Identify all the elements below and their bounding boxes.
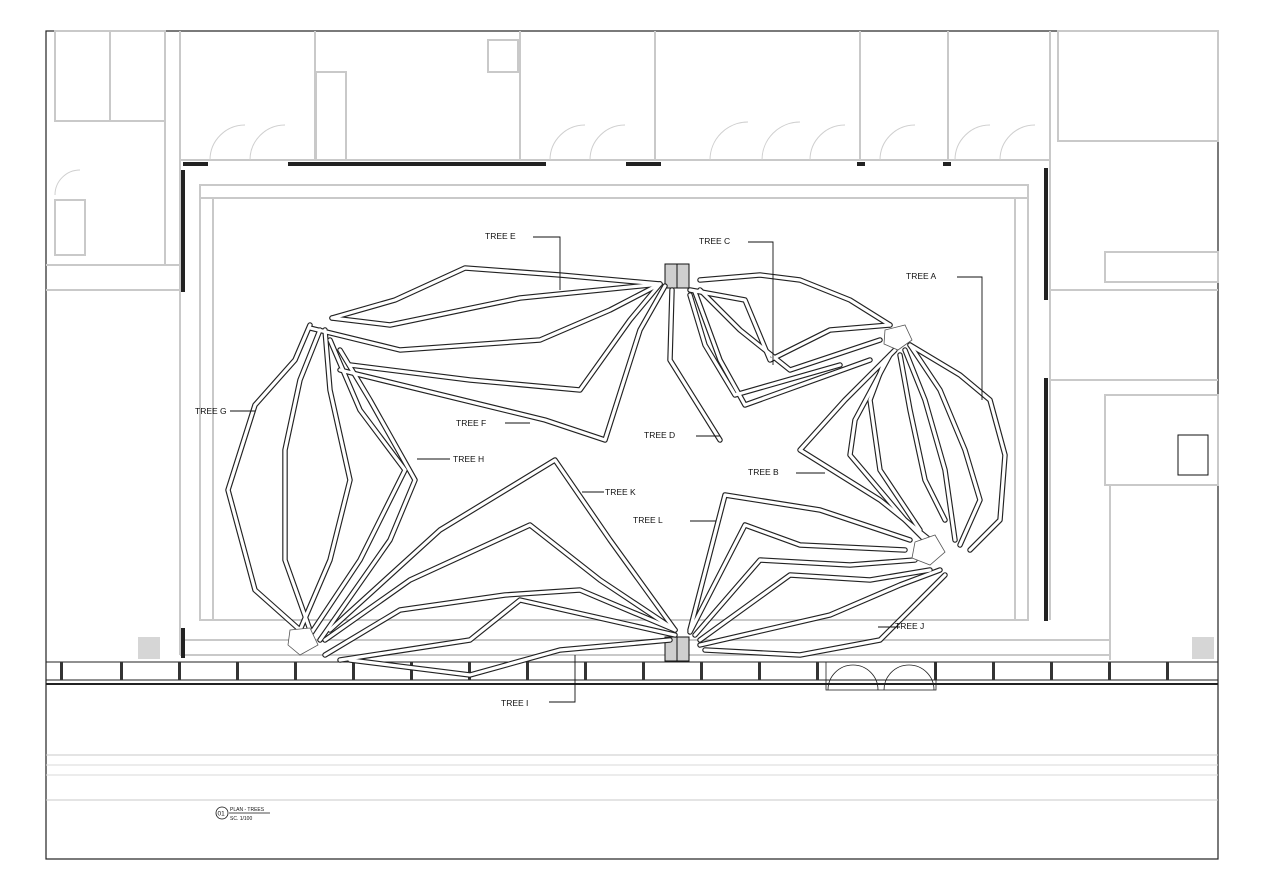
facade-mullions (60, 662, 1169, 680)
drawing-title: PLAN - TREES (230, 807, 265, 813)
building-walls (46, 30, 1219, 660)
label-tree-b: TREE B (748, 467, 779, 477)
tree-branches (225, 265, 1008, 678)
label-tree-i: TREE I (501, 698, 528, 708)
label-tree-d: TREE D (644, 430, 675, 440)
facade-band (46, 661, 1218, 801)
entry-doors (825, 661, 937, 691)
crown-plates (287, 324, 946, 656)
drawing-number-circle (215, 806, 229, 820)
label-tree-e: TREE E (485, 231, 516, 241)
label-tree-j: TREE J (895, 621, 924, 631)
label-tree-l: TREE L (633, 515, 663, 525)
leader-lines (230, 236, 983, 703)
sheet-border (45, 30, 1219, 860)
label-tree-k: TREE K (605, 487, 636, 497)
label-tree-g: TREE G (195, 406, 227, 416)
drawing-title-block: 01 PLAN - TREES SC. 1/100 (215, 806, 270, 822)
label-tree-f: TREE F (456, 418, 486, 428)
label-tree-a: TREE A (906, 271, 937, 281)
drawing-number: 01 (218, 811, 226, 818)
window-mullions (181, 162, 1048, 658)
door-swings (54, 121, 1036, 196)
tree-bases (664, 263, 1209, 662)
label-tree-c: TREE C (699, 236, 730, 246)
drawing-scale: SC. 1/100 (230, 816, 252, 822)
label-tree-h: TREE H (453, 454, 484, 464)
columns (138, 637, 1214, 659)
